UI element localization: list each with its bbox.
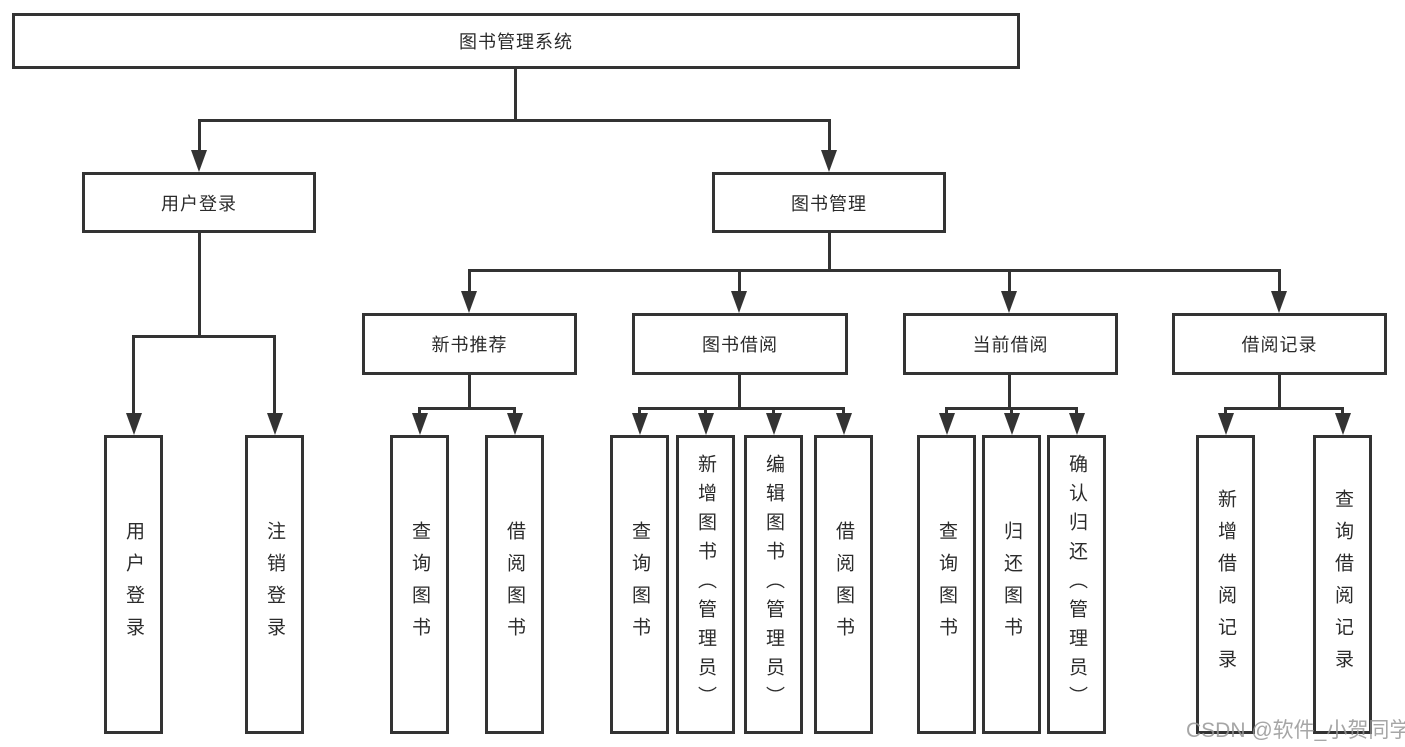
node-label: 编辑图书（管理员） xyxy=(763,454,784,715)
leaf-query-books-current: 查询图书 xyxy=(917,435,976,734)
arrowhead-leaf xyxy=(1218,413,1234,435)
node-label: 新书推荐 xyxy=(431,335,508,355)
connector-new-book-stub xyxy=(468,375,471,409)
connector-drop-leaf xyxy=(513,407,516,417)
connector-rail-borrowing-records xyxy=(1224,407,1344,410)
connector-rail-new-book xyxy=(418,407,516,410)
connector-rail-user-login xyxy=(132,335,276,338)
node-borrowing-records: 借阅记录 xyxy=(1172,313,1387,375)
connector-borrowing-records-stub xyxy=(1278,375,1281,409)
arrowhead-leaf xyxy=(766,413,782,435)
connector-drop-leaf-logout xyxy=(273,335,276,415)
node-label: 归还图书 xyxy=(1001,520,1022,649)
connector-root-stub xyxy=(514,69,517,121)
connector-drop-leaf xyxy=(638,407,641,417)
node-new-book-recommendation: 新书推荐 xyxy=(362,313,577,375)
node-label: 用户登录 xyxy=(161,193,237,214)
connector-drop-leaf-user-login xyxy=(132,335,135,415)
leaf-confirm-return-admin: 确认归还（管理员） xyxy=(1047,435,1106,734)
connector-drop-leaf xyxy=(1224,407,1227,417)
arrowhead-leaf xyxy=(507,413,523,435)
connector-drop-borrowing-records xyxy=(1278,269,1281,295)
arrowhead-leaf xyxy=(412,413,428,435)
connector-drop-leaf xyxy=(704,407,707,417)
node-label: 新增借阅记录 xyxy=(1215,488,1236,681)
node-current-borrowing: 当前借阅 xyxy=(903,313,1118,375)
node-label: 注销登录 xyxy=(264,520,285,649)
leaf-query-books-recommend: 查询图书 xyxy=(390,435,449,734)
arrowhead-user-login xyxy=(191,150,207,172)
connector-drop-leaf xyxy=(842,407,845,417)
arrowhead-leaf-logout xyxy=(267,413,283,435)
arrowhead-leaf xyxy=(836,413,852,435)
node-user-login: 用户登录 xyxy=(82,172,316,233)
node-label: 新增图书（管理员） xyxy=(695,454,716,715)
leaf-add-book-admin: 新增图书（管理员） xyxy=(676,435,735,734)
connector-drop-leaf xyxy=(418,407,421,417)
arrowhead-leaf-user-login xyxy=(126,413,142,435)
connector-rail-book-borrowing xyxy=(638,407,845,410)
node-book-management: 图书管理 xyxy=(712,172,946,233)
leaf-borrow-books-recommend: 借阅图书 xyxy=(485,435,544,734)
connector-drop-leaf xyxy=(1075,407,1078,417)
arrowhead-leaf xyxy=(698,413,714,435)
connector-book-management-stub xyxy=(828,233,831,271)
connector-book-borrowing-stub xyxy=(738,375,741,409)
arrowhead-new-book xyxy=(461,291,477,313)
connector-drop-book-borrowing xyxy=(738,269,741,295)
node-label: 当前借阅 xyxy=(972,335,1049,355)
connector-drop-leaf xyxy=(1341,407,1344,417)
node-label: 查询图书 xyxy=(409,520,430,649)
node-book-borrowing: 图书借阅 xyxy=(632,313,848,375)
connector-drop-leaf xyxy=(772,407,775,417)
connector-drop-leaf xyxy=(945,407,948,417)
leaf-query-books-borrowing: 查询图书 xyxy=(610,435,669,734)
node-label: 图书借阅 xyxy=(702,335,778,355)
node-label: 图书管理 xyxy=(791,193,867,214)
arrowhead-leaf xyxy=(939,413,955,435)
arrowhead-book-management xyxy=(821,150,837,172)
node-label: 查询图书 xyxy=(936,520,957,649)
connector-user-login-stub xyxy=(198,233,201,337)
node-label: 查询图书 xyxy=(629,520,650,649)
leaf-query-borrow-record: 查询借阅记录 xyxy=(1313,435,1372,734)
leaf-logout: 注销登录 xyxy=(245,435,304,734)
connector-rail-level2 xyxy=(198,119,831,122)
leaf-user-login: 用户登录 xyxy=(104,435,163,734)
arrowhead-leaf xyxy=(1069,413,1085,435)
node-label: 借阅记录 xyxy=(1241,335,1318,355)
leaf-edit-book-admin: 编辑图书（管理员） xyxy=(744,435,803,734)
arrowhead-leaf xyxy=(632,413,648,435)
node-label: 用户登录 xyxy=(123,520,144,649)
leaf-return-book: 归还图书 xyxy=(982,435,1041,734)
csdn-watermark: CSDN @软件_小贺同学 xyxy=(1186,719,1405,742)
arrowhead-leaf xyxy=(1335,413,1351,435)
node-library-management-system: 图书管理系统 xyxy=(12,13,1020,69)
arrowhead-leaf xyxy=(1004,413,1020,435)
node-label: 确认归还（管理员） xyxy=(1066,454,1087,715)
leaf-add-borrow-record: 新增借阅记录 xyxy=(1196,435,1255,734)
connector-drop-leaf xyxy=(1010,407,1013,417)
connector-drop-user-login xyxy=(198,119,201,153)
connector-drop-new-book xyxy=(468,269,471,295)
leaf-borrow-books-borrowing: 借阅图书 xyxy=(814,435,873,734)
connector-current-borrowing-stub xyxy=(1008,375,1011,409)
arrowhead-book-borrowing xyxy=(731,291,747,313)
connector-rail-level3 xyxy=(468,269,1281,272)
node-label: 图书管理系统 xyxy=(459,32,573,52)
arrowhead-borrowing-records xyxy=(1271,291,1287,313)
node-label: 查询借阅记录 xyxy=(1332,488,1353,681)
connector-drop-current-borrowing xyxy=(1008,269,1011,295)
node-label: 借阅图书 xyxy=(504,520,525,649)
arrowhead-current-borrowing xyxy=(1001,291,1017,313)
node-label: 借阅图书 xyxy=(833,520,854,649)
connector-drop-book-management xyxy=(828,119,831,153)
